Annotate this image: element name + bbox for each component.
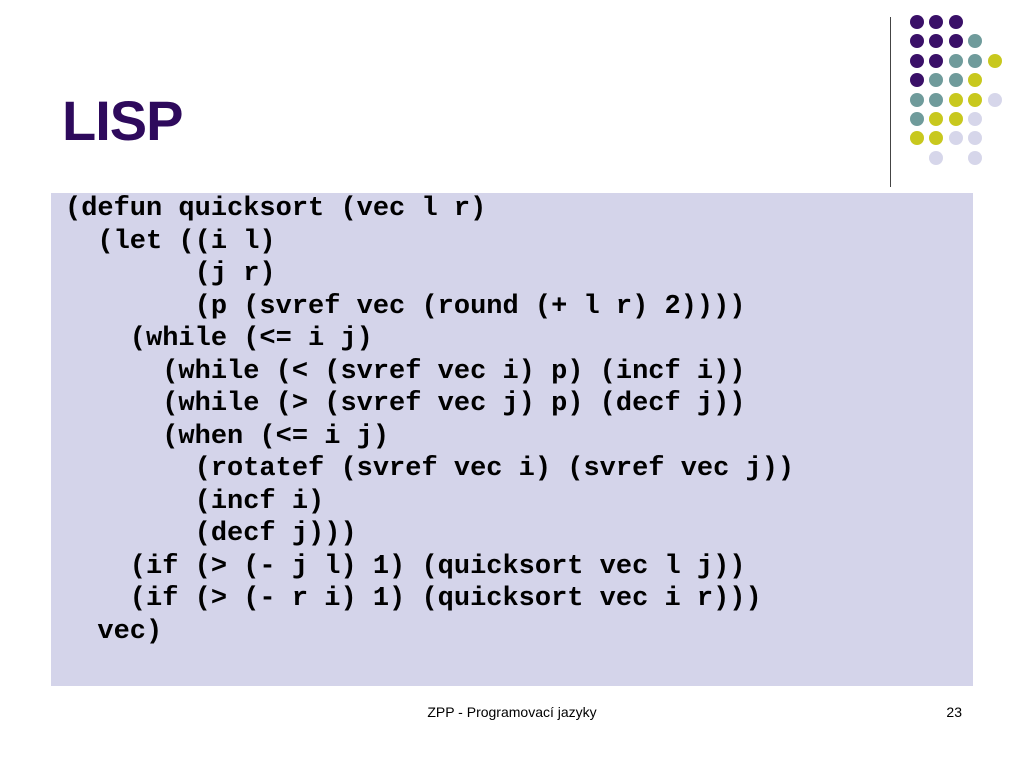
decorative-dot xyxy=(929,73,944,88)
decorative-dot xyxy=(968,53,983,68)
code-line: (while (> (svref vec j) p) (decf j)) xyxy=(65,389,746,419)
page-number: 23 xyxy=(946,704,962,720)
decorative-dot xyxy=(929,34,944,49)
code-line: (incf i) xyxy=(65,486,325,517)
decorative-dot xyxy=(929,15,944,29)
code-line: (while (<= i j) xyxy=(65,324,373,354)
decorative-dot xyxy=(968,34,983,49)
decorative-dot xyxy=(929,53,944,68)
code-line: (if (> (- j l) 1) (quicksort vec l j)) xyxy=(65,551,746,582)
decorative-dot xyxy=(910,73,924,88)
decorative-dot xyxy=(968,150,983,165)
decorative-dot xyxy=(968,73,983,88)
decorative-dot xyxy=(929,150,944,165)
decorative-dot xyxy=(968,131,983,146)
title-divider-line xyxy=(890,17,891,187)
code-line: vec) xyxy=(65,616,163,647)
decorative-dot xyxy=(910,15,924,29)
decorative-dot xyxy=(929,92,944,107)
decorative-dot xyxy=(987,92,1002,107)
decorative-dot xyxy=(948,131,963,146)
decorative-dot xyxy=(948,53,963,68)
decorative-dot xyxy=(948,92,963,107)
decorative-dot xyxy=(910,92,924,107)
code-line: (if (> (- r i) 1) (quicksort vec i r))) xyxy=(65,584,762,614)
code-line: (when (<= i j) xyxy=(65,421,390,452)
code-line: (decf j))) xyxy=(65,519,357,549)
decorative-dot xyxy=(948,34,963,49)
decorative-dot xyxy=(948,112,963,126)
code-line: (while (< (svref vec i) p) (incf i)) xyxy=(65,356,746,387)
slide-title: LISP xyxy=(62,89,183,152)
code-lines: (defun quicksort (vec l r) (let ((i l) (… xyxy=(65,193,794,648)
decorative-dot xyxy=(987,53,1002,68)
decorative-dot-grid xyxy=(910,15,1010,165)
code-line: (rotatef (svref vec i) (svref vec j)) xyxy=(65,454,795,484)
code-line: (let ((i l) xyxy=(65,226,276,257)
code-line: (j r) xyxy=(65,259,276,289)
decorative-dot xyxy=(929,131,944,146)
code-line: (p (svref vec (round (+ l r) 2)))) xyxy=(65,291,746,322)
decorative-dot xyxy=(910,53,924,68)
code-block: (defun quicksort (vec l r) (let ((i l) (… xyxy=(51,193,973,686)
slide-footer: ZPP - Programovací jazyky xyxy=(427,704,597,720)
decorative-dot xyxy=(948,15,963,29)
decorative-dot xyxy=(929,112,944,126)
decorative-dot xyxy=(910,131,924,146)
decorative-dot xyxy=(968,112,983,126)
decorative-dot xyxy=(968,92,983,107)
decorative-dot xyxy=(910,34,924,49)
decorative-dot xyxy=(910,112,924,126)
code-line: (defun quicksort (vec l r) xyxy=(65,194,487,224)
decorative-dot xyxy=(948,73,963,88)
